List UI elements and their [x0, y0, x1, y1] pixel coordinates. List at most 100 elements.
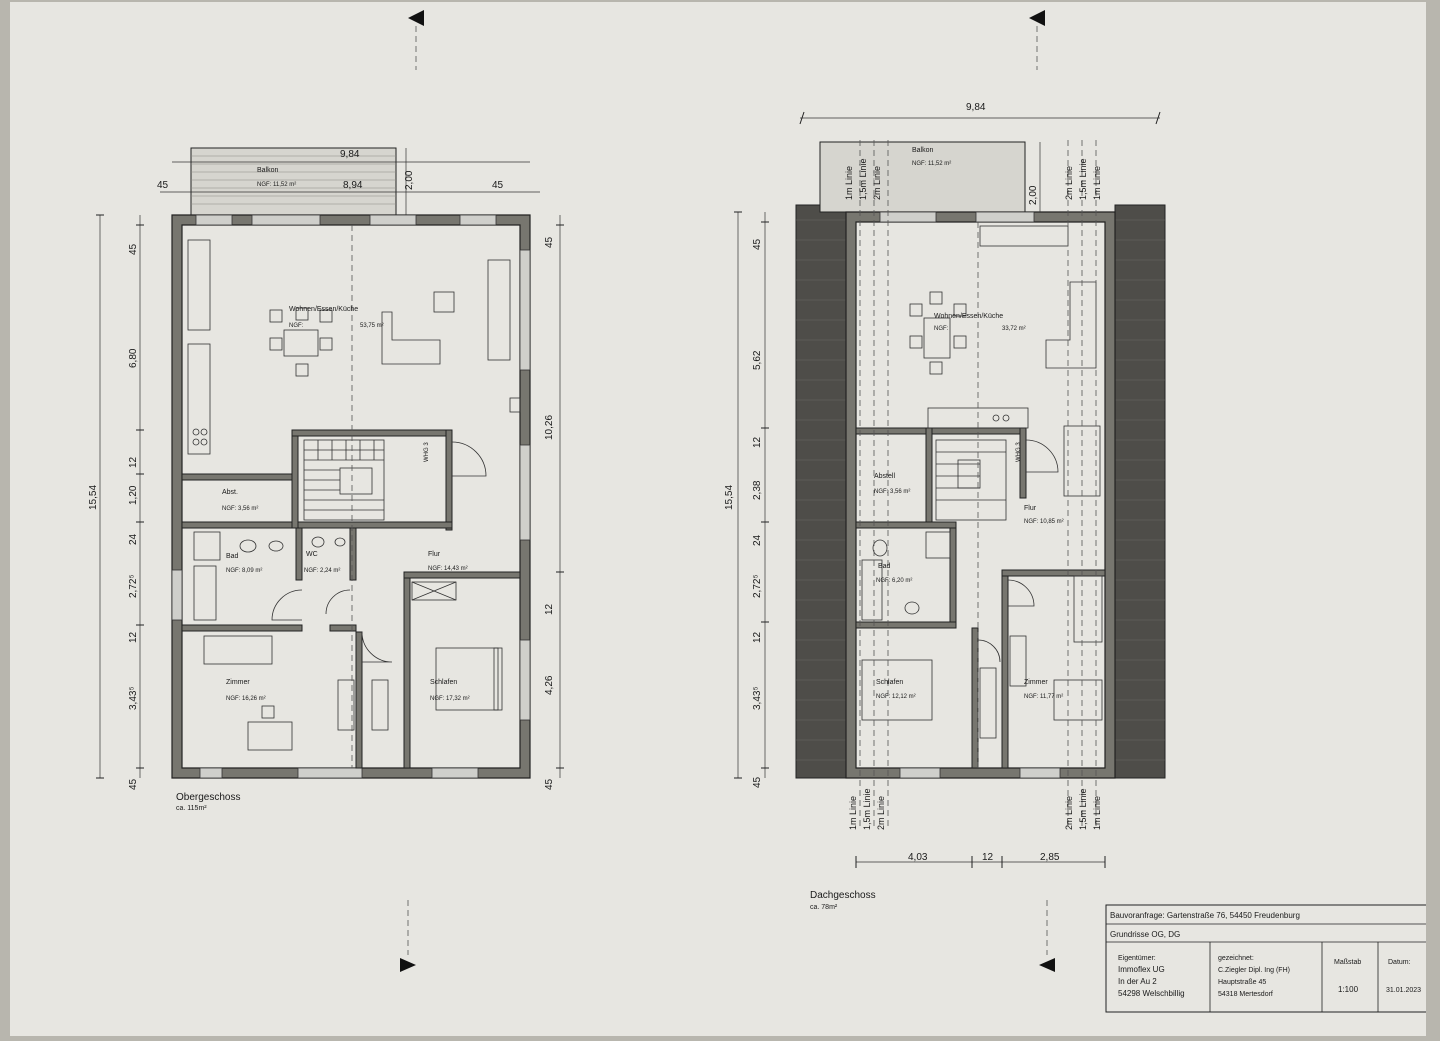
og-room-wohnen: Wohnen/Essen/Küche	[289, 306, 358, 313]
og-room-flur: Flur	[428, 551, 441, 558]
drawing-sheet: WHG 3	[10, 2, 1429, 1036]
dg-room-abstell-ngf: NGF: 3,56 m²	[874, 489, 910, 495]
og-dim-top-inner: 8,94	[343, 180, 363, 191]
og-dining-table	[269, 307, 333, 377]
dg-sofa	[1045, 281, 1097, 369]
og-room-bad: Bad	[226, 553, 239, 560]
dg-line-label-bottom: 1m Linie	[1092, 796, 1102, 830]
og-room-zimmer: Zimmer	[226, 679, 250, 686]
dg-line-label-bottom: 2m Linie	[876, 796, 886, 830]
title-block-date: 31.01.2023	[1386, 987, 1421, 994]
dg-line-label-top: 2m Linie	[872, 166, 882, 200]
dg-dim-bottom-seg: 4,03	[908, 852, 928, 863]
og-room-schlafen-ngf: NGF: 17,32 m²	[430, 696, 470, 702]
dg-line-label-top: 2m Linie	[1064, 166, 1074, 200]
og-room-bad-ngf: NGF: 8,09 m²	[226, 568, 262, 574]
og-dim-left-seg: 12	[128, 456, 139, 468]
og-room-balkon: Balkon	[257, 167, 279, 174]
dg-line-label-bottom: 2m Linie	[1064, 796, 1074, 830]
og-room-flur-ngf: NGF: 14,43 m²	[428, 566, 468, 572]
og-room-balkon-ngf: NGF: 11,52 m²	[257, 182, 296, 188]
og-dim-top-total: 9,84	[340, 149, 360, 160]
dg-dim-balkon-depth: 2,00	[1028, 185, 1039, 205]
dg-room-bad-ngf: NGF: 6,20 m²	[876, 578, 912, 584]
dg-floor-area: ca. 78m²	[810, 904, 838, 911]
title-block-owner-label: Eigentümer:	[1118, 955, 1156, 962]
dg-room-balkon: Balkon	[912, 147, 934, 154]
og-outer-wall	[171, 214, 531, 779]
og-dim-top-right: 45	[492, 180, 504, 191]
dg-line-label-bottom: 1,5m Linie	[1078, 788, 1088, 830]
og-floor-area: ca. 115m²	[176, 805, 207, 812]
dg-dim-top-total: 9,84	[966, 102, 986, 113]
dg-dim-left-seg: 24	[752, 534, 763, 546]
og-dim-right-seg: 10,26	[544, 415, 555, 440]
dg-dim-bottom-seg: 2,85	[1040, 852, 1060, 863]
dg-room-schlafen-ngf: NGF: 12,12 m²	[876, 694, 916, 700]
dg-room-zimmer-ngf: NGF: 11,77 m²	[1024, 694, 1063, 700]
dg-dim-left-seg: 12	[752, 631, 763, 643]
og-dim-right-seg: 45	[544, 236, 555, 248]
dg-room-wohnen-ngf-label: NGF:	[934, 326, 949, 332]
og-dim-balkon-depth: 2,00	[404, 170, 415, 190]
og-bedroom-furniture	[203, 581, 503, 751]
dg-roof-right	[1114, 204, 1166, 779]
dg-room-zimmer: Zimmer	[1024, 679, 1048, 686]
dg-line-label-top: 1,5m Linie	[1078, 158, 1088, 200]
dg-dim-left-seg: 2,38	[752, 480, 763, 500]
dg-staircase	[935, 439, 1007, 521]
og-dim-left-seg: 1,20	[128, 485, 139, 505]
og-dim-left-seg: 45	[128, 243, 139, 255]
og-dim-left-seg: 6,80	[128, 348, 139, 368]
title-block-drawn-line: 54318 Mertesdorf	[1218, 991, 1273, 998]
title-block-scale-label: Maßstab	[1334, 959, 1361, 966]
dg-room-balkon-ngf: NGF: 11,52 m²	[912, 161, 951, 167]
dg-room-wohnen-ngf: 33,72 m²	[1002, 326, 1026, 332]
og-room-wohnen-ngf-label: NGF:	[289, 323, 304, 329]
dg-stair-label: WHG 3	[1016, 442, 1022, 462]
og-dim-left-seg: 45	[128, 778, 139, 790]
og-room-zimmer-ngf: NGF: 16,26 m²	[226, 696, 266, 702]
dg-kitchen	[927, 225, 1101, 497]
og-dim-left-total: 15,54	[88, 485, 99, 510]
og-dim-top-left: 45	[157, 180, 169, 191]
og-dim-left-seg: 12	[128, 631, 139, 643]
og-kitchen	[187, 239, 521, 455]
title-block-project: Bauvoranfrage: Gartenstraße 76, 54450 Fr…	[1110, 911, 1300, 920]
og-room-wohnen-ngf: 53,75 m²	[360, 323, 384, 329]
og-stair-label: WHG 3	[424, 442, 430, 462]
og-sofa	[381, 291, 455, 365]
dg-floor-title: Dachgeschoss	[810, 890, 876, 901]
dg-room-abstell: Abstell	[874, 473, 895, 480]
og-plan: WHG 3	[88, 147, 564, 812]
dg-dim-left-seg: 12	[752, 436, 763, 448]
dg-dim-left-seg: 45	[752, 238, 763, 250]
dg-dim-bottom-seg: 12	[982, 852, 994, 863]
dg-bathroom-fixtures	[861, 531, 951, 621]
og-floor-title: Obergeschoss	[176, 792, 240, 803]
dg-line-label-bottom: 1m Linie	[848, 796, 858, 830]
og-dim-right-seg: 4,26	[544, 675, 555, 695]
dg-line-label-top: 1m Linie	[1092, 166, 1102, 200]
dg-balcony	[819, 141, 1026, 213]
og-room-abst: Abst.	[222, 489, 238, 496]
og-dim-left-seg: 24	[128, 533, 139, 545]
title-block-drawn-line: C.Ziegler Dipl. Ing (FH)	[1218, 967, 1290, 974]
dg-room-wohnen: Wohnen/Essen/Küche	[934, 313, 1003, 320]
dg-dim-left-seg: 45	[752, 776, 763, 788]
section-markers	[400, 10, 1055, 972]
dg-dim-left-seg: 5,62	[752, 350, 763, 370]
og-dim-right-seg: 45	[544, 778, 555, 790]
dg-bedroom-furniture	[861, 575, 1103, 739]
dg-line-label-top: 1m Linie	[844, 166, 854, 200]
og-room-schlafen: Schlafen	[430, 679, 457, 686]
og-dim-left-seg: 2,72⁵	[128, 574, 139, 598]
title-block-drawing: Grundrisse OG, DG	[1110, 930, 1180, 939]
dg-room-schlafen: Schlafen	[876, 679, 903, 686]
og-bathroom-fixtures	[193, 531, 346, 621]
og-room-abst-ngf: NGF: 3,56 m²	[222, 506, 258, 512]
dg-plan: WHG 3	[724, 102, 1166, 911]
title-block-scale: 1:100	[1338, 985, 1359, 994]
title-block-owner-line: In der Au 2	[1118, 977, 1157, 986]
title-block-drawn-line: Hauptstraße 45	[1218, 979, 1266, 986]
